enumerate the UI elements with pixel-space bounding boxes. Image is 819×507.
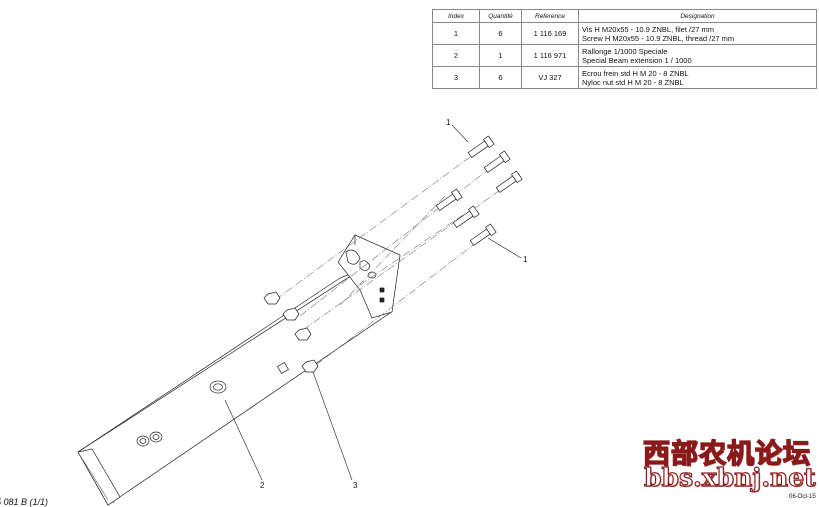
table-row: 2 1 1 116 971 Rallonge 1/1000 Speciale S… (432, 44, 817, 67)
row-reference: 1 116 971 (521, 44, 579, 67)
callout-2: 2 (260, 481, 265, 490)
leader-lines (224, 124, 522, 481)
designation-en: Screw H M20x55 - 10.9 ZNBL, thread /27 m… (582, 33, 735, 43)
callout-1-top: 1 (446, 118, 451, 127)
axis-lines (274, 156, 511, 366)
header-quantity: Quantité (479, 9, 522, 23)
drawing-number: 5 081 B (1/1) (0, 497, 49, 507)
callout-3: 3 (353, 481, 358, 490)
designation-fr: Vis H M20x55 - 10.9 ZNBL, filet /27 mm (582, 24, 714, 34)
designation-en: Special Beam extension 1 / 1000 (582, 55, 692, 65)
row-reference: VJ 327 (521, 66, 579, 89)
row-reference: 1 116 169 (521, 22, 579, 45)
row-designation: Rallonge 1/1000 Speciale Special Beam ex… (578, 44, 817, 67)
row-quantity: 1 (479, 44, 522, 67)
row-designation: Vis H M20x55 - 10.9 ZNBL, filet /27 mm S… (578, 22, 817, 45)
watermark-chinese: 西部农机论坛 (642, 438, 811, 470)
designation-fr: Ecrou frein std H M 20 - 8 ZNBL (582, 68, 689, 78)
row-index: 1 (432, 22, 480, 45)
table-row: 3 6 VJ 327 Ecrou frein std H M 20 - 8 ZN… (432, 66, 817, 89)
table-row: 1 6 1 116 169 Vis H M20x55 - 10.9 ZNBL, … (432, 22, 817, 45)
header-index: Index (432, 9, 480, 23)
parts-list-table: Index Quantité Reference Designation 1 6… (432, 9, 817, 89)
bolts (435, 135, 523, 246)
nuts (263, 291, 319, 373)
designation-en: Nyloc nut std H M 20 - 8 ZNBL (582, 77, 684, 87)
callout-1-right: 1 (523, 255, 528, 264)
row-quantity: 6 (479, 66, 522, 89)
header-reference: Reference (521, 9, 579, 23)
table-header-row: Index Quantité Reference Designation (432, 9, 817, 23)
watermark-url: bbs.xbnj.net (643, 462, 816, 492)
beam-extension (77, 234, 401, 506)
row-index: 2 (432, 44, 480, 67)
date-stamp: 06-Oct-15 (789, 494, 816, 500)
designation-fr: Rallonge 1/1000 Speciale (582, 46, 668, 56)
row-designation: Ecrou frein std H M 20 - 8 ZNBL Nyloc nu… (578, 66, 817, 89)
header-designation: Designation (578, 9, 817, 23)
row-index: 3 (432, 66, 480, 89)
row-quantity: 6 (479, 22, 522, 45)
